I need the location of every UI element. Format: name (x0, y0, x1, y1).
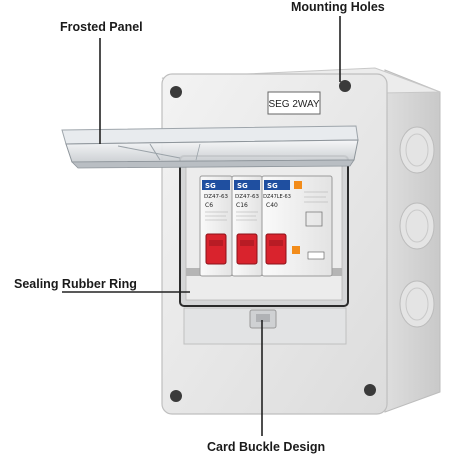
brand-badge (234, 180, 260, 190)
mounting-hole (170, 390, 182, 402)
cable-knockout (399, 126, 435, 174)
label-tag (267, 91, 321, 115)
breaker-3-model: DZ47LE-63 (263, 194, 291, 200)
mounting-hole (170, 86, 182, 98)
cable-knockout (399, 280, 435, 328)
card-buckle[interactable] (249, 309, 277, 329)
mounting-hole (364, 384, 376, 396)
frosted-panel[interactable] (61, 125, 359, 169)
cable-knockout (399, 202, 435, 250)
test-button[interactable] (294, 181, 302, 189)
breaker-2-brand: SG (237, 182, 248, 190)
callout-mounting-holes: Mounting Holes (291, 0, 385, 14)
brand-badge (202, 180, 230, 190)
mounting-hole (339, 80, 351, 92)
breaker-2: SG DZ47-63 C16 (231, 175, 263, 277)
callout-card-buckle-design: Card Buckle Design (207, 440, 326, 454)
brand-badge (264, 180, 290, 190)
label-tag-text: SEG 2WAY (268, 99, 319, 110)
callout-lines (62, 16, 341, 436)
breaker-1-rating: C6 (205, 202, 213, 209)
breaker-1-model: DZ47-63 (204, 194, 228, 200)
breaker-3-rating: C40 (266, 202, 278, 209)
callout-sealing-rubber-ring: Sealing Rubber Ring (14, 277, 137, 291)
callout-frosted-panel: Frosted Panel (60, 20, 143, 34)
breaker-1-brand: SG (205, 182, 216, 190)
breaker-1-toggle[interactable] (205, 233, 227, 265)
breaker-3-toggle[interactable] (265, 233, 287, 265)
breaker-1: SG DZ47-63 C6 (199, 175, 233, 277)
breaker-group: SG DZ47-63 C6 SG DZ47-63 C16 SG (199, 175, 333, 277)
breaker-2-rating: C16 (236, 202, 248, 209)
breaker-2-model: DZ47-63 (235, 194, 259, 200)
breaker-3: SG DZ47LE-63 C40 (261, 175, 333, 277)
breaker-2-toggle[interactable] (236, 233, 258, 265)
breaker-3-brand: SG (267, 182, 278, 190)
